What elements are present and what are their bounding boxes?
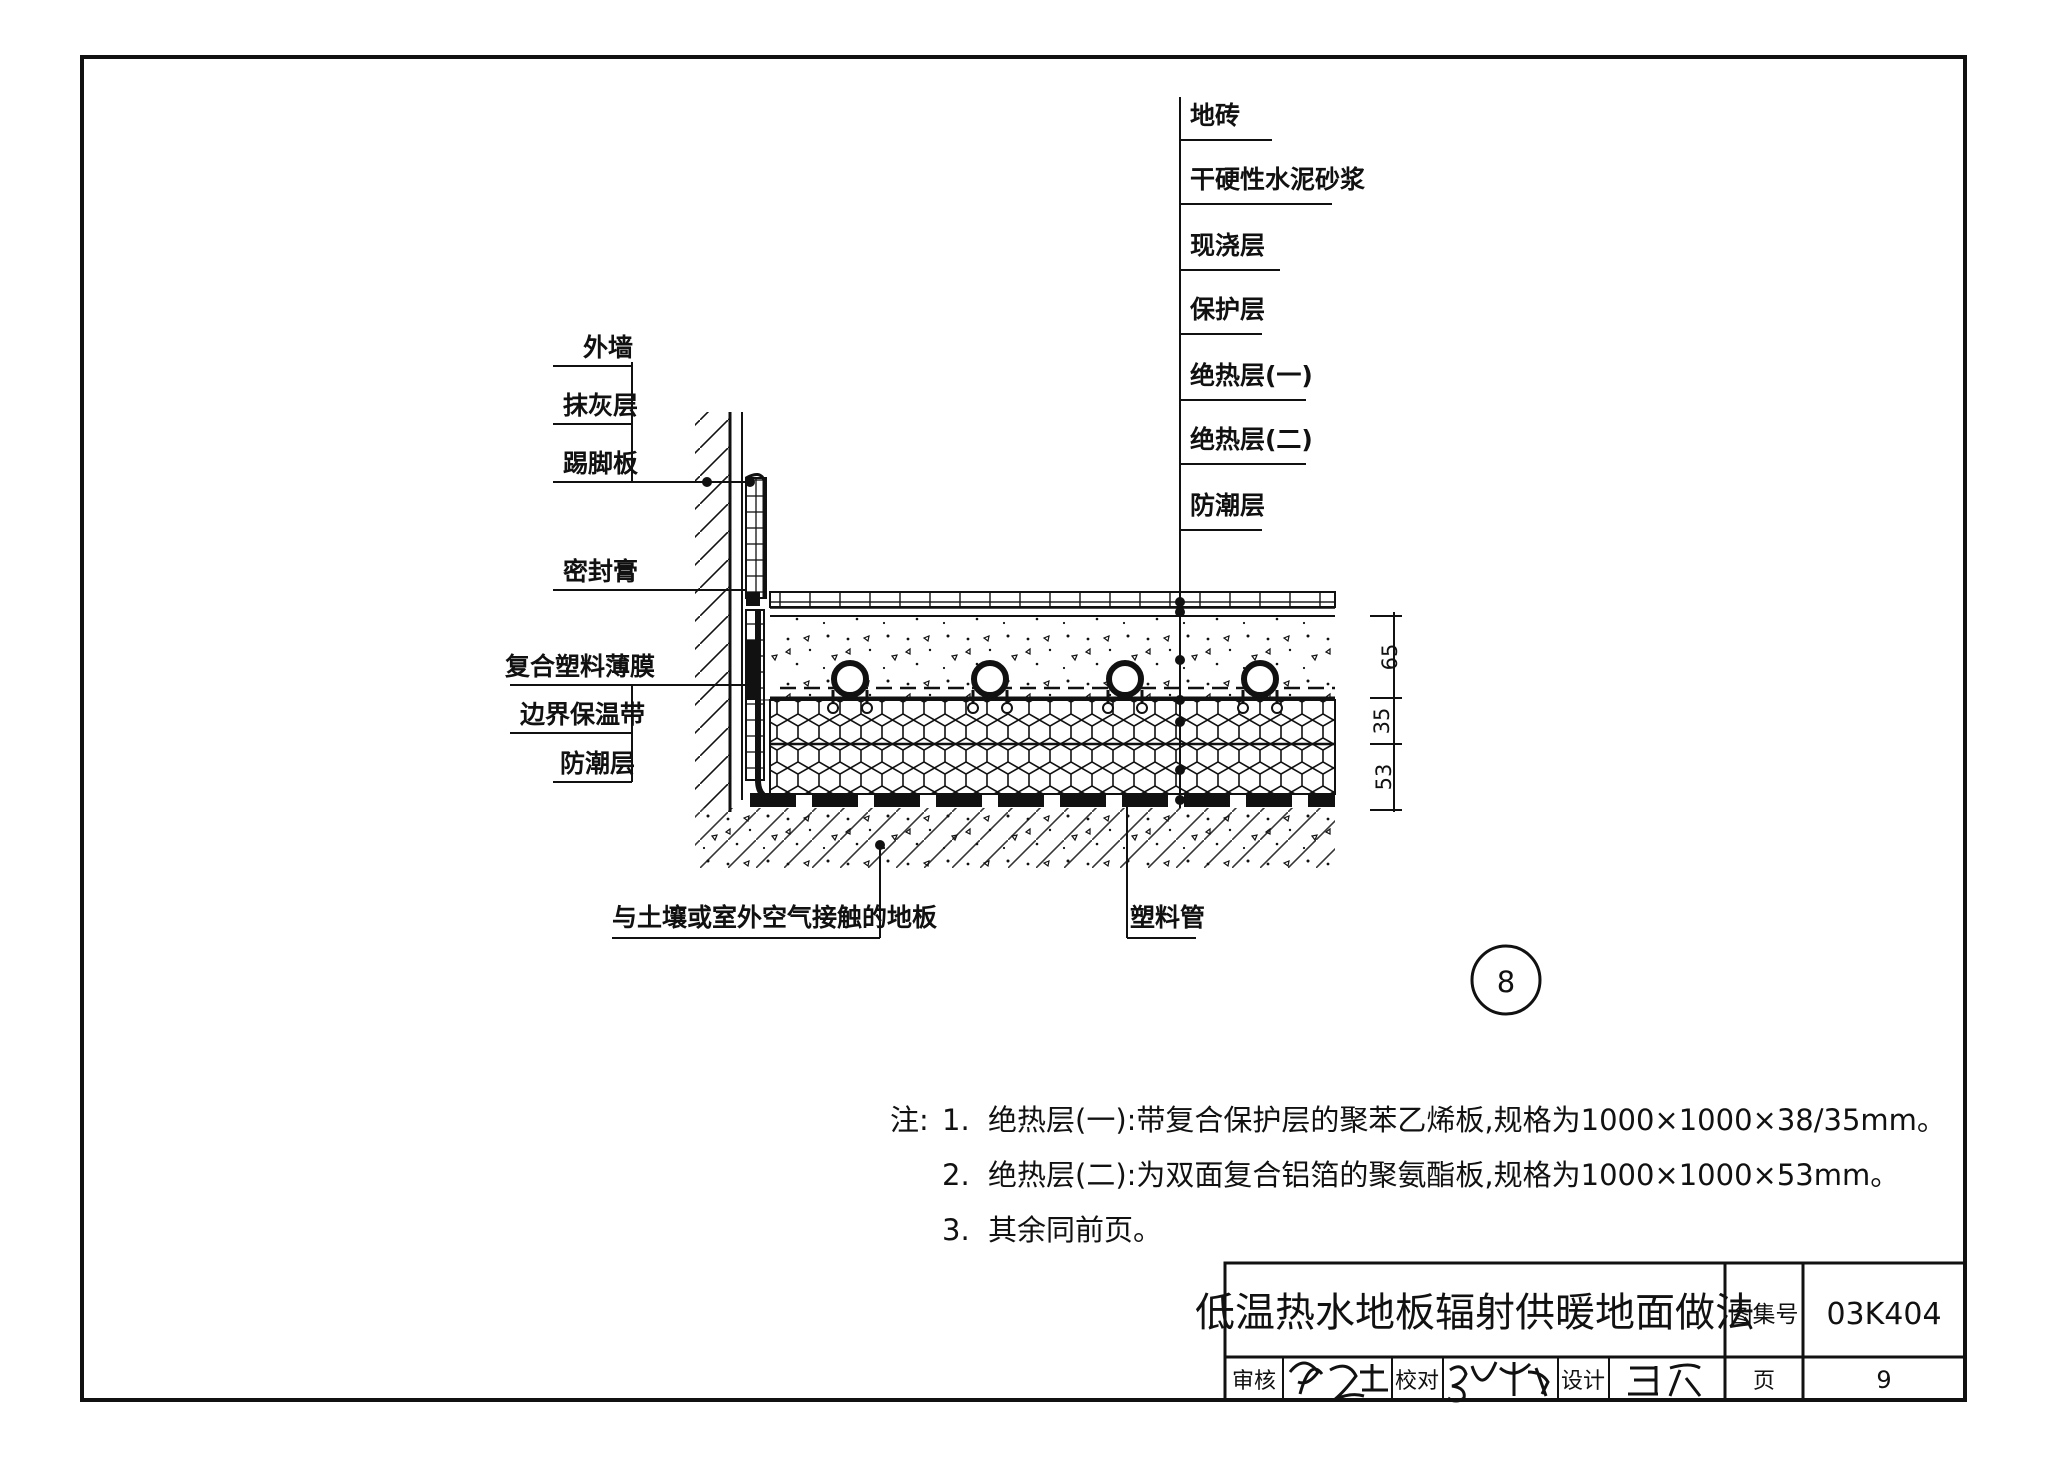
dimension-65: 65 — [1378, 644, 1402, 671]
signature-reviewer — [1288, 1361, 1388, 1402]
label-moisture-left: 防潮层 — [560, 749, 635, 778]
atlas-label: 图集号 — [1730, 1302, 1799, 1328]
label-insulation-one: 绝热层(一) — [1190, 361, 1313, 390]
label-plastic-pipe: 塑料管 — [1130, 903, 1205, 932]
label-ground-floor: 与土壤或室外空气接触的地板 — [612, 903, 937, 932]
label-moisture-right: 防潮层 — [1190, 491, 1265, 520]
label-insulation-two: 绝热层(二) — [1190, 425, 1313, 454]
label-pour-layer: 现浇层 — [1190, 231, 1265, 260]
notes-prefix: 注: — [890, 1103, 929, 1137]
detail-number: 8 — [1497, 965, 1515, 999]
label-skirting: 踢脚板 — [563, 449, 638, 478]
sheet-frame — [80, 55, 1967, 1402]
dimension-53: 53 — [1372, 764, 1396, 791]
pipe-3 — [1102, 660, 1148, 714]
signature-checker — [1447, 1361, 1550, 1403]
heating-pipes — [827, 660, 1283, 714]
label-exterior-wall: 外墙 — [583, 333, 633, 362]
pipe-1 — [827, 660, 873, 714]
review-label: 审核 — [1232, 1369, 1276, 1394]
drawing-title: 低温热水地板辐射供暖地面做法 — [1195, 1290, 1755, 1336]
label-sealant: 密封膏 — [563, 557, 638, 586]
leader-lines — [510, 97, 1402, 939]
atlas-number: 03K404 — [1826, 1297, 1941, 1332]
detail-number-circle — [1470, 944, 1542, 1016]
note-3-text: 其余同前页。 — [988, 1213, 1162, 1247]
signature-designer — [1628, 1363, 1702, 1397]
floor-section — [695, 591, 1336, 868]
check-label: 校对 — [1395, 1369, 1439, 1394]
exterior-wall — [695, 412, 1335, 812]
dimension-35: 35 — [1370, 708, 1394, 735]
label-dry-mortar: 干硬性水泥砂浆 — [1190, 165, 1365, 194]
label-floor-tile: 地砖 — [1190, 101, 1240, 130]
title-block — [1223, 1261, 1967, 1402]
page-number: 9 — [1876, 1366, 1891, 1394]
label-plastic-film: 复合塑料薄膜 — [505, 652, 655, 681]
pipe-2 — [967, 660, 1013, 714]
note-1-num: 1. — [942, 1103, 970, 1137]
label-edge-strip: 边界保温带 — [520, 700, 645, 729]
pipe-4 — [1237, 660, 1283, 714]
note-3-num: 3. — [942, 1213, 970, 1247]
note-1-text: 绝热层(一):带复合保护层的聚苯乙烯板,规格为1000×1000×38/35mm… — [988, 1103, 1946, 1137]
note-2-text: 绝热层(二):为双面复合铝箔的聚氨酯板,规格为1000×1000×53mm。 — [988, 1158, 1899, 1192]
label-protect-layer: 保护层 — [1189, 295, 1265, 324]
page-label: 页 — [1753, 1369, 1775, 1394]
label-plaster: 抹灰层 — [563, 391, 638, 420]
note-2-num: 2. — [942, 1158, 970, 1192]
design-label: 设计 — [1561, 1369, 1605, 1394]
